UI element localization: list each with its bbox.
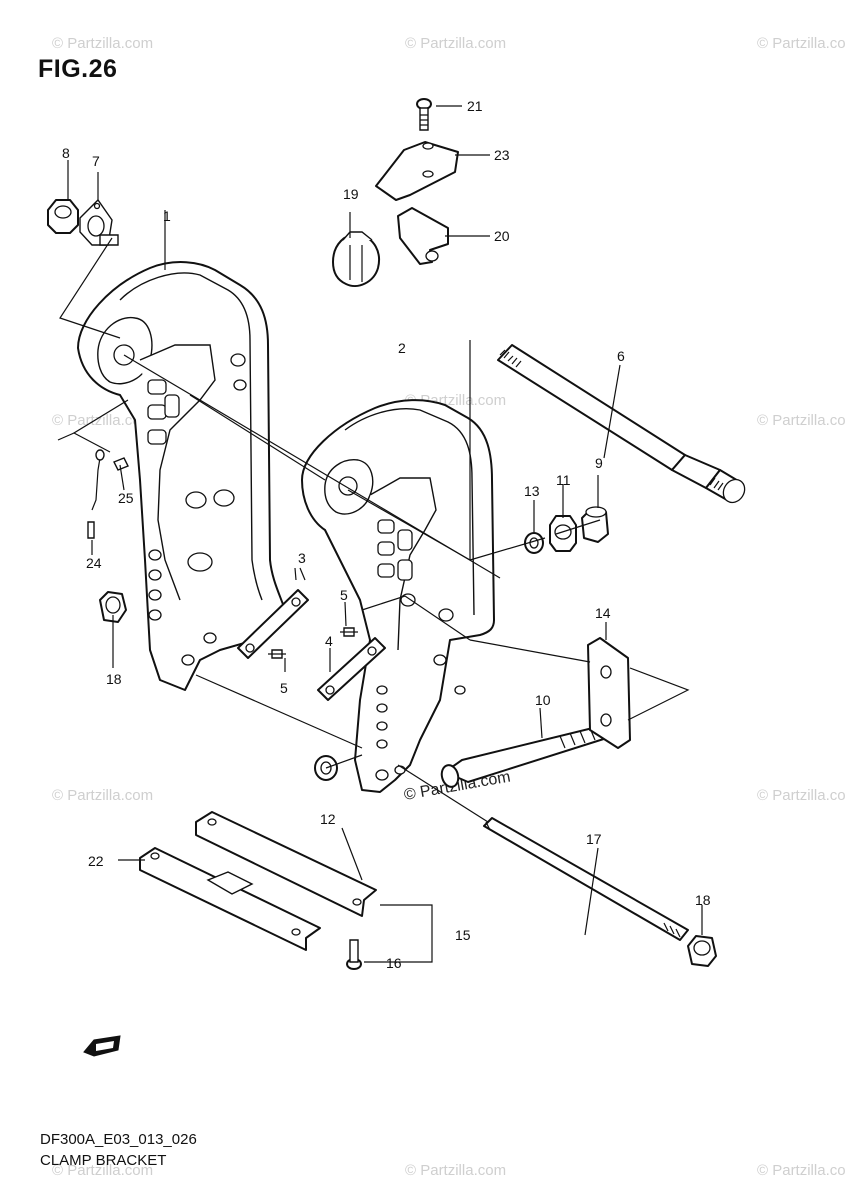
plate-7 (79, 198, 119, 246)
plate-4 (317, 637, 386, 701)
callout-16: 16 (386, 955, 402, 971)
watermark: © Partzilla.com (757, 412, 846, 429)
callout-11: 11 (556, 472, 571, 488)
watermark: © Partzilla.com (52, 35, 153, 52)
watermark-layer: © Partzilla.com © Partzilla.com © Partzi… (52, 35, 846, 1179)
watermark: © Partzilla.com (52, 412, 153, 429)
plate-14 (587, 637, 631, 749)
leader-lines (57, 105, 703, 963)
rail-22 (139, 847, 321, 951)
watermark: © Partzilla.com (405, 1162, 506, 1179)
clamp-bracket-right (301, 399, 495, 793)
bolt-5a (340, 627, 358, 637)
callout-15: 15 (455, 927, 471, 943)
fwd-arrow-icon (83, 1035, 121, 1057)
callout-8: 8 (62, 145, 70, 161)
callout-5a: 5 (340, 587, 348, 603)
collar-9 (581, 506, 609, 543)
callout-6: 6 (617, 348, 625, 364)
callout-labels: 8 7 1 2 3 4 5 5 6 9 10 11 12 13 14 15 16… (62, 98, 711, 971)
callout-9: 9 (595, 455, 603, 471)
plate-3 (237, 589, 309, 659)
watermark: © Partzilla.com (405, 35, 506, 52)
nut-18-right (687, 935, 717, 967)
callout-13: 13 (524, 483, 540, 499)
callout-7: 7 (92, 153, 100, 169)
ground-wire-24 (87, 449, 105, 539)
callout-18a: 18 (106, 671, 122, 687)
callout-1: 1 (163, 208, 171, 224)
diagram-name: CLAMP BRACKET (40, 1152, 167, 1169)
callout-17: 17 (586, 831, 602, 847)
callout-25: 25 (118, 490, 134, 506)
diagram-code: DF300A_E03_013_026 (40, 1131, 197, 1148)
tube-shaft (497, 344, 746, 504)
watermark: © Partzilla.com (52, 787, 153, 804)
watermark: © Partzilla.com (757, 787, 846, 804)
bolt-21 (416, 98, 432, 131)
callout-4: 4 (325, 633, 333, 649)
screw-25 (113, 457, 129, 471)
clamp-bracket-left (77, 261, 286, 691)
callout-10: 10 (535, 692, 551, 708)
callout-24: 24 (86, 555, 102, 571)
bolt-5b (268, 649, 286, 659)
callout-21: 21 (467, 98, 483, 114)
rail-15 (195, 811, 377, 917)
bolt-16 (346, 939, 362, 970)
cap-19 (332, 231, 380, 287)
callout-22: 22 (88, 853, 104, 869)
callout-2: 2 (398, 340, 406, 356)
callout-14: 14 (595, 605, 611, 621)
nut-18-left (99, 591, 127, 623)
watermark: © Partzilla.com (757, 35, 846, 52)
bracket-20 (397, 207, 449, 265)
nut-11 (549, 515, 577, 552)
callout-23: 23 (494, 147, 510, 163)
callout-5b: 5 (280, 680, 288, 696)
callout-19: 19 (343, 186, 359, 202)
cover-23 (375, 141, 459, 201)
nut-8 (47, 199, 79, 234)
figure-title: FIG.26 (38, 55, 118, 83)
bolt-10 (440, 724, 611, 788)
watermark: © Partzilla.com (757, 1162, 846, 1179)
callout-18b: 18 (695, 892, 711, 908)
rod-17 (483, 817, 689, 941)
watermark: © Partzilla.com (52, 1162, 153, 1179)
callout-20: 20 (494, 228, 510, 244)
callout-12: 12 (320, 811, 336, 827)
callout-3: 3 (298, 550, 306, 566)
